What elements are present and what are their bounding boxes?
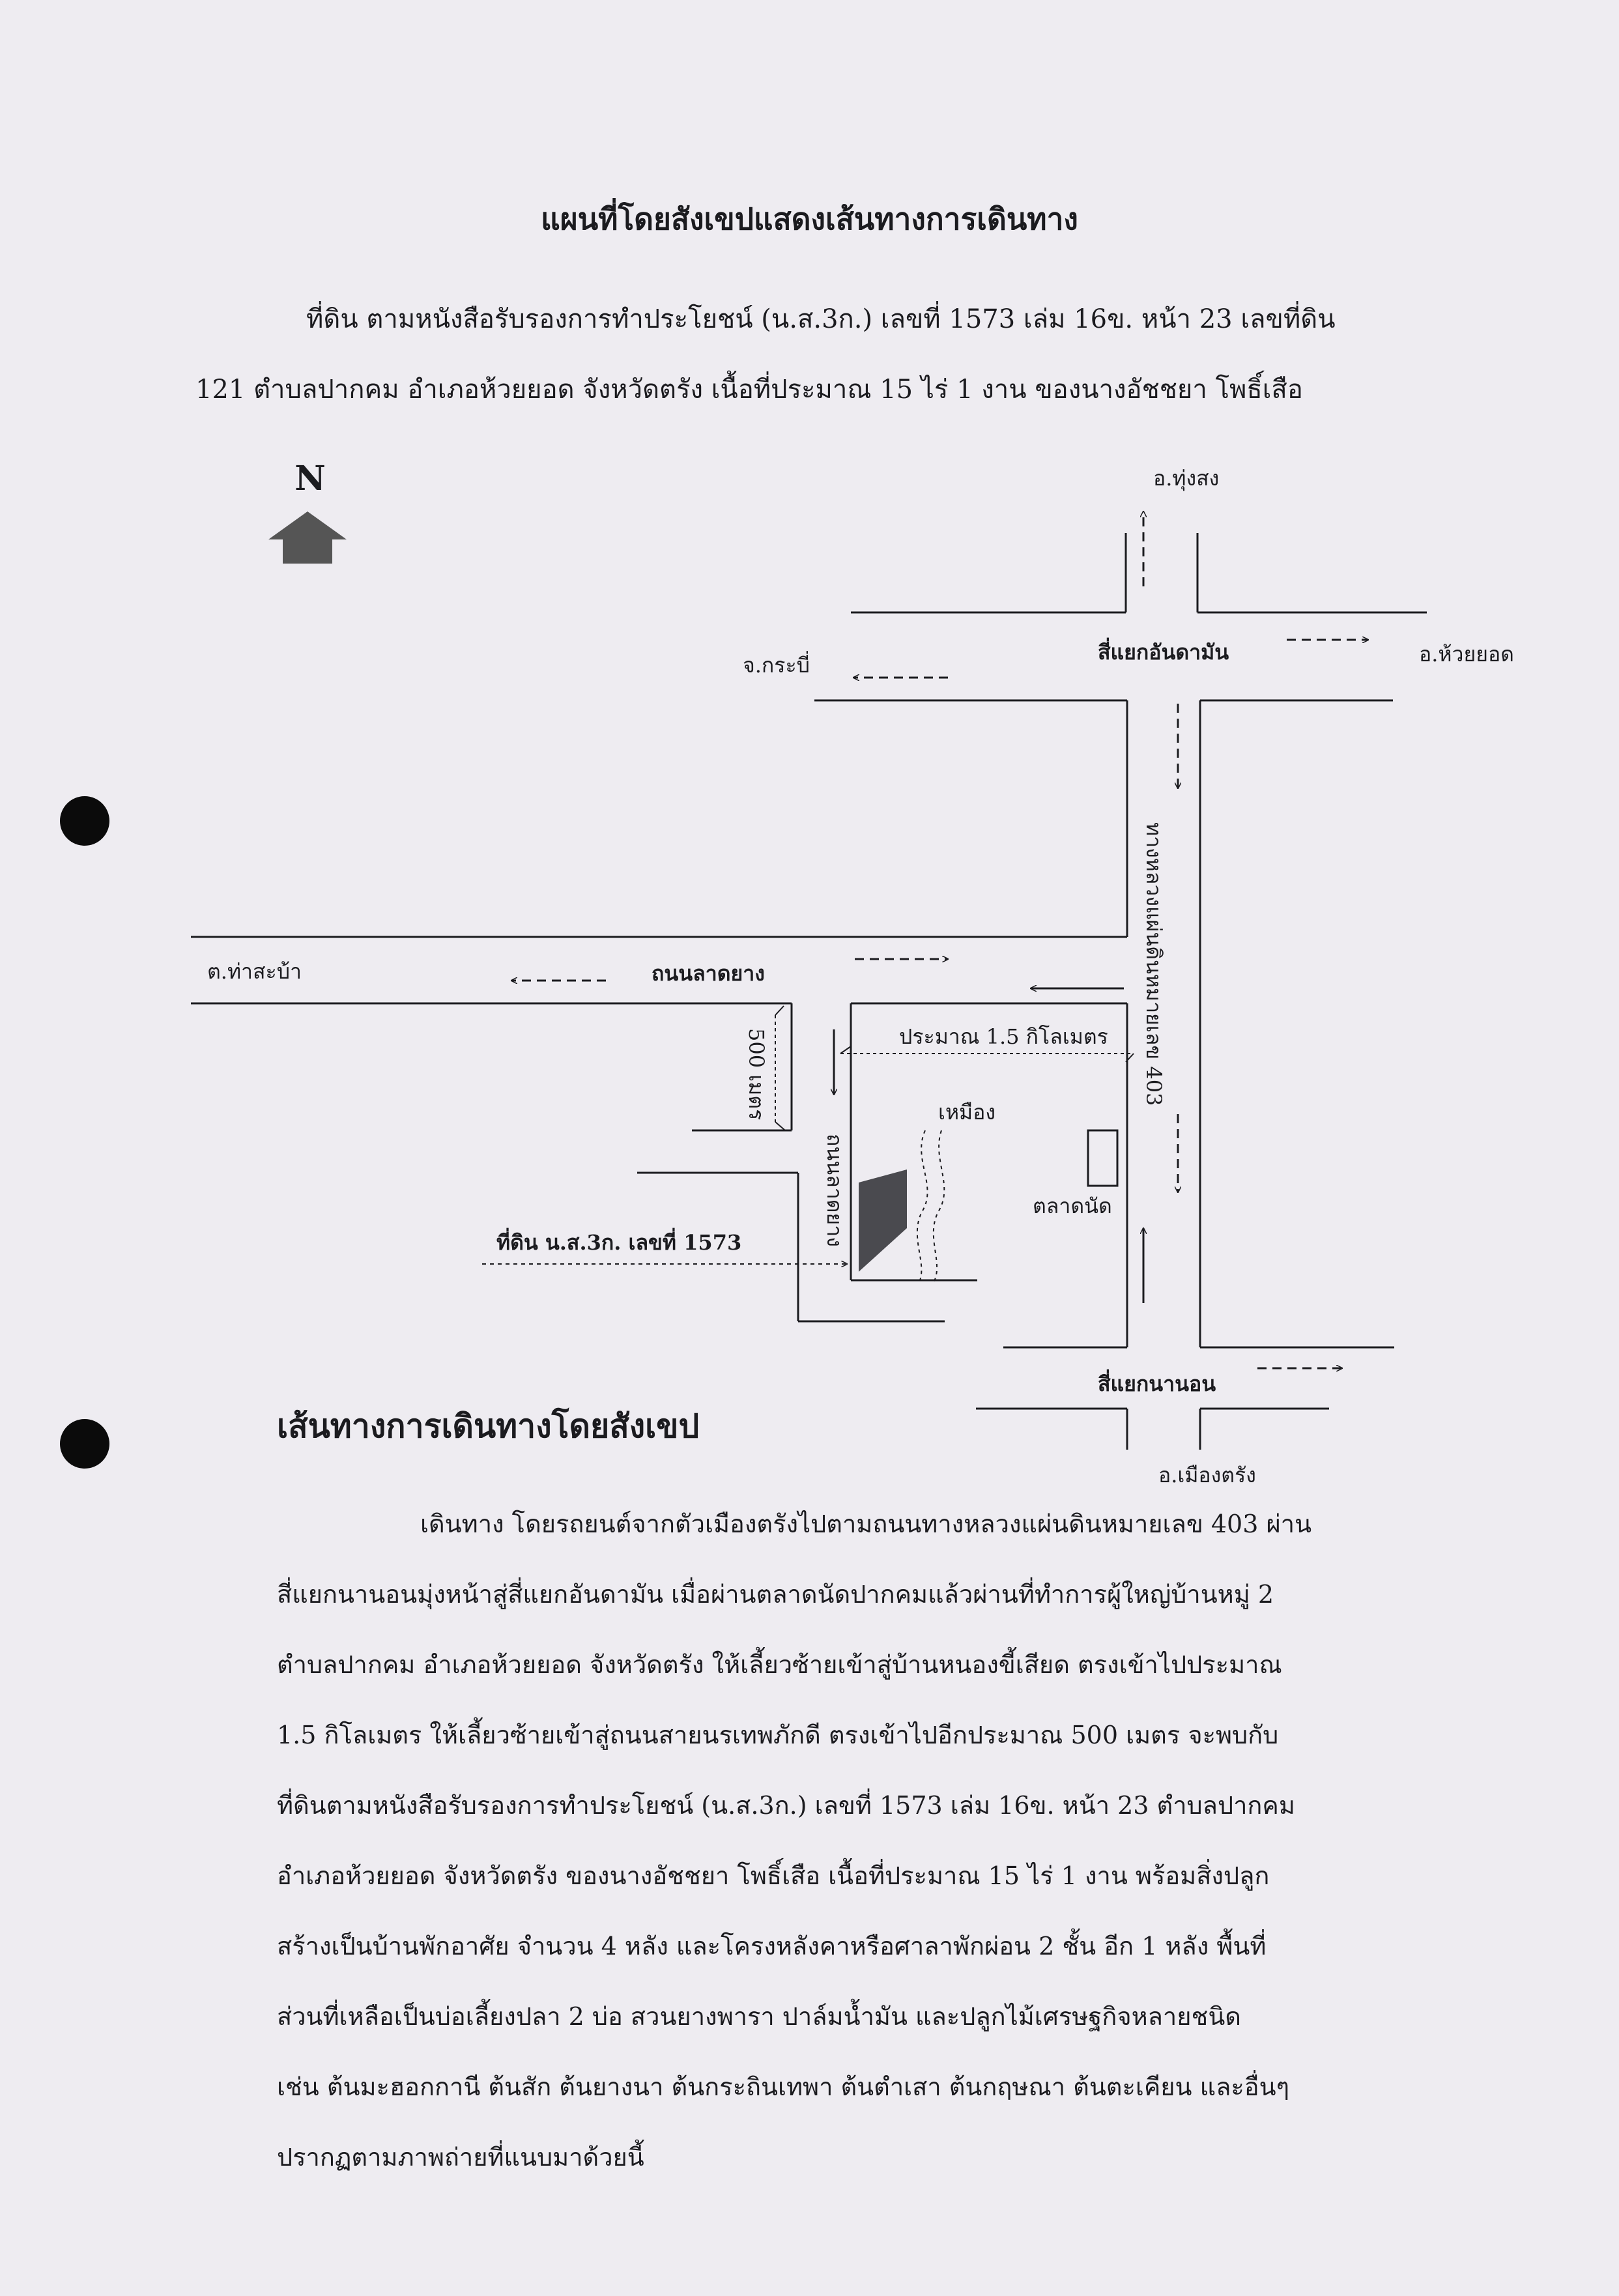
route-heading: เส้นทางการเดินทางโดยสังเขป	[277, 1407, 700, 1445]
page-title: แผนที่โดยสังเขปแสดงเส้นทางการเดินทาง	[541, 201, 1078, 237]
road-network	[191, 533, 1427, 1450]
label-distance-500m: 500 เมตร	[744, 1028, 769, 1120]
body-line-2: สี่แยกนานอนมุ่งหน้าสู่สี่แยกอันดามัน เมื…	[277, 1580, 1274, 1609]
body-line-4: 1.5 กิโลเมตร ให้เลี้ยวซ้ายเข้าสู่ถนนสายน…	[277, 1721, 1279, 1749]
mueang-stream	[916, 1130, 945, 1284]
label-andaman-junction: สี่แยกอันดามัน	[1098, 637, 1229, 665]
body-line-7: สร้างเป็นบ้านพักอาศัย จำนวน 4 หลัง และโค…	[277, 1932, 1267, 1960]
label-parcel: ที่ดิน น.ส.3ก. เลขที่ 1573	[496, 1227, 741, 1255]
direction-arrows	[482, 511, 1368, 1368]
market-box	[1087, 1129, 1119, 1187]
label-thung-song: อ.ทุ่งสง	[1153, 466, 1219, 491]
label-highway-403: ทางหลวงแผ่นดินหมายเลข 403	[1141, 822, 1166, 1106]
label-market: ตลาดนัด	[1033, 1194, 1112, 1218]
body-line-6: อำเภอห้วยยอด จังหวัดตรัง ของนางอัชชยา โพ…	[277, 1861, 1270, 1890]
label-mueang-trang: อ.เมืองตรัง	[1158, 1463, 1256, 1487]
label-huai-yot: อ.ห้วยยอด	[1419, 642, 1514, 667]
land-parcel	[859, 1170, 907, 1272]
body-line-1: เดินทาง โดยรถยนต์จากตัวเมืองตรังไปตามถนน…	[420, 1510, 1312, 1538]
label-distance-1-5km: ประมาณ 1.5 กิโลเมตร	[899, 1024, 1108, 1049]
label-krabi: จ.กระบี่	[743, 651, 810, 678]
body-line-10: ปรากฏตามภาพถ่ายที่แนบมาด้วยนี้	[277, 2143, 644, 2172]
intro-line-1: ที่ดิน ตามหนังสือรับรองการทำประโยชน์ (น.…	[306, 304, 1336, 334]
label-road-side: ถนนลาดยาง	[822, 1134, 847, 1247]
body-line-3: ตำบลปากคม อำเภอห้วยยอด จังหวัดตรัง ให้เล…	[277, 1650, 1282, 1679]
punch-hole-top	[60, 796, 109, 846]
label-tha-sa-ba: ต.ท่าสะบ้า	[207, 959, 302, 984]
label-mueang: เหมือง	[938, 1100, 996, 1125]
north-label: N	[294, 459, 326, 498]
label-road-top: ถนนลาดยาง	[652, 961, 765, 986]
punch-hole-bottom	[60, 1419, 109, 1469]
north-arrow-icon	[268, 511, 347, 564]
body-line-5: ที่ดินตามหนังสือรับรองการทำประโยชน์ (น.ส…	[277, 1791, 1295, 1820]
distance-markers	[775, 1005, 1134, 1130]
intro-line-2: 121 ตำบลปากคม อำเภอห้วยยอด จังหวัดตรัง เ…	[195, 375, 1303, 405]
body-line-8: ส่วนที่เหลือเป็นบ่อเลี้ยงปลา 2 บ่อ สวนยา…	[277, 2002, 1241, 2031]
label-nanon-junction: สี่แยกนานอน	[1098, 1369, 1216, 1396]
body-line-9: เช่น ต้นมะฮอกกานี ต้นสัก ต้นยางนา ต้นกระ…	[277, 2073, 1290, 2101]
